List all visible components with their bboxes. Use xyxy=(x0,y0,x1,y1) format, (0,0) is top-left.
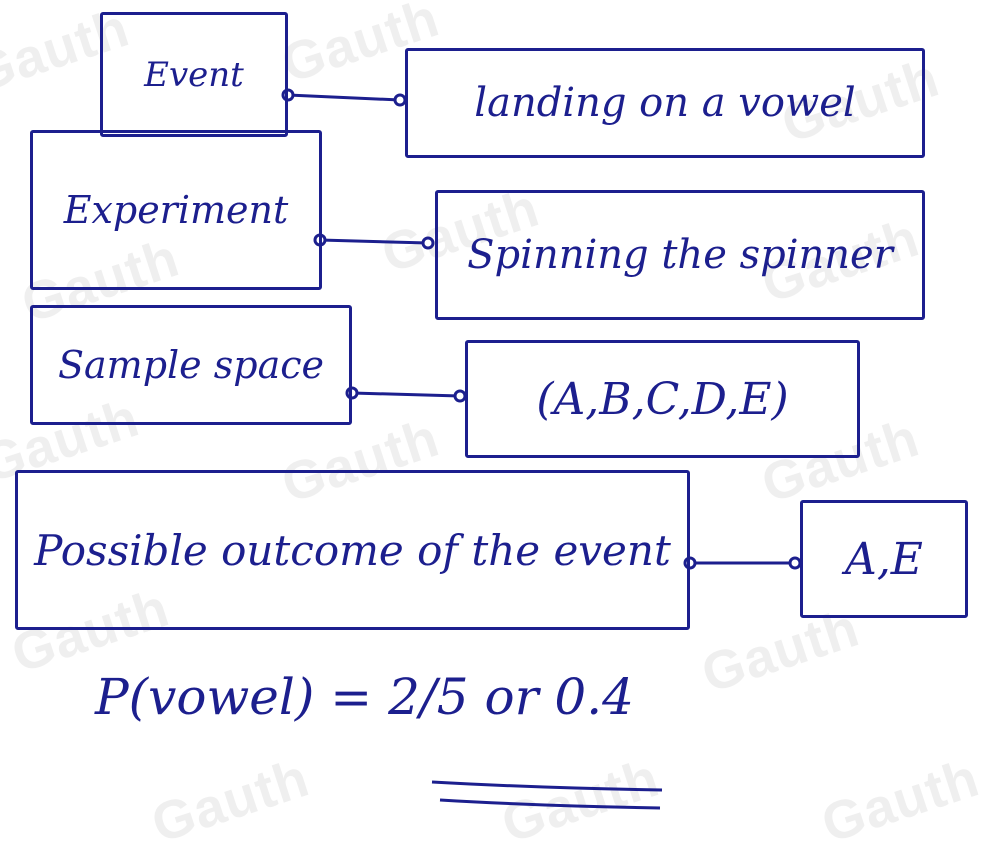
outcome-label-box: Possible outcome of the event xyxy=(15,470,690,630)
underline-stroke xyxy=(439,798,661,810)
equals-sign: = xyxy=(330,668,373,726)
experiment-label-box: Experiment xyxy=(30,130,322,290)
decimal-answer: 0.4 xyxy=(554,668,634,726)
event-value-box: landing on a vowel xyxy=(405,48,925,158)
underline-stroke xyxy=(431,780,663,792)
sample-space-value-box: (A,B,C,D,E) xyxy=(465,340,860,458)
sample-space-label-box: Sample space xyxy=(30,305,352,425)
fraction-answer: 2/5 xyxy=(388,668,469,726)
or-text: or xyxy=(484,668,539,726)
probability-formula: P(vowel) = 2/5 or 0.4 xyxy=(95,668,634,726)
connector-line xyxy=(287,93,401,102)
connector-dot xyxy=(421,236,435,250)
event-label-box: Event xyxy=(100,12,288,137)
probability-lhs: P(vowel) xyxy=(95,668,315,726)
outcome-value-box: A,E xyxy=(800,500,968,618)
connector-line xyxy=(319,238,429,245)
experiment-value-box: Spinning the spinner xyxy=(435,190,925,320)
connector-line xyxy=(351,391,461,398)
